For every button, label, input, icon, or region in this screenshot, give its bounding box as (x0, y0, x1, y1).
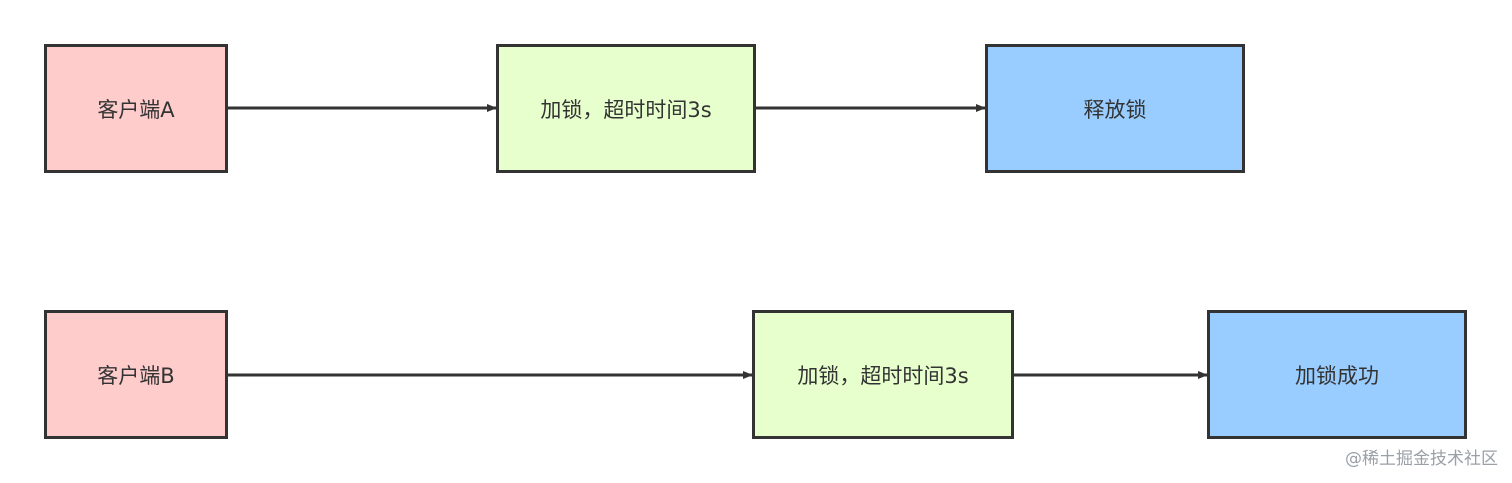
client-b-success-label: 加锁成功 (1295, 363, 1379, 388)
client-a-release-box: 释放锁 (985, 44, 1245, 173)
client-b-success-box: 加锁成功 (1207, 310, 1467, 439)
client-b-lock-label: 加锁，超时时间3s (797, 363, 969, 388)
client-a-box: 客户端A (44, 44, 228, 173)
client-b-label: 客户端B (97, 363, 175, 388)
client-a-lock-label: 加锁，超时时间3s (540, 97, 712, 122)
client-b-lock-box: 加锁，超时时间3s (752, 310, 1014, 439)
client-a-label: 客户端A (97, 97, 175, 122)
client-a-release-label: 释放锁 (1083, 97, 1147, 122)
watermark: @稀土掘金技术社区 (1345, 449, 1498, 469)
client-b-box: 客户端B (44, 310, 228, 439)
client-a-lock-box: 加锁，超时时间3s (496, 44, 756, 173)
